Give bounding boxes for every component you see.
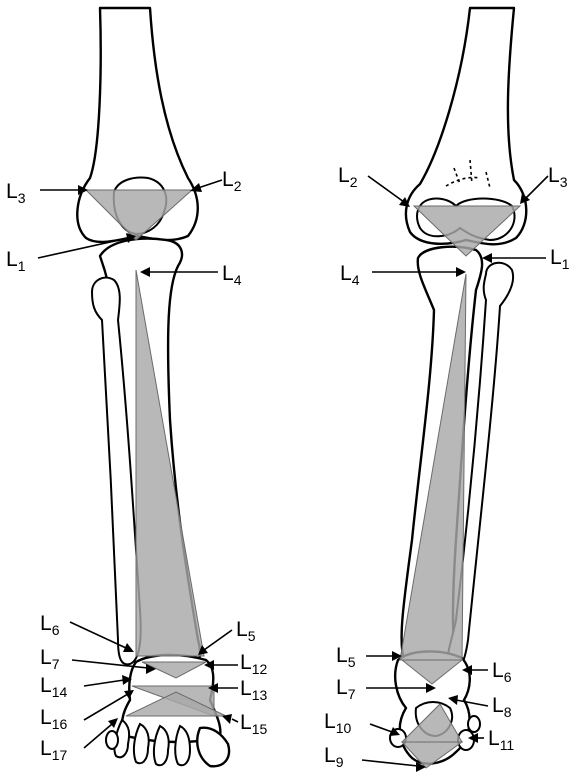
label-left-L14: L14 <box>40 674 67 700</box>
label-left-L12: L12 <box>240 651 267 677</box>
label-right-L6: L6 <box>492 659 512 685</box>
label-right-L8: L8 <box>492 694 512 720</box>
label-left-L16: L16 <box>40 706 67 732</box>
label-right-L1: L1 <box>550 246 570 272</box>
label-right-L4: L4 <box>340 262 360 288</box>
label-left-L5: L5 <box>236 618 256 644</box>
right-leg-view <box>390 8 526 768</box>
left-tibia-triangle <box>136 270 204 656</box>
label-right-L2: L2 <box>338 164 358 190</box>
label-left-L2: L2 <box>222 168 242 194</box>
label-right-L7: L7 <box>336 676 356 702</box>
label-left-L1: L1 <box>6 248 26 274</box>
label-left-L15: L15 <box>240 711 267 737</box>
label-left-L7: L7 <box>40 646 60 672</box>
label-right-L10: L10 <box>324 710 351 736</box>
label-right-L11: L11 <box>488 727 514 753</box>
label-left-L3: L3 <box>6 180 26 206</box>
label-left-L4: L4 <box>222 262 242 288</box>
label-right-L5: L5 <box>336 644 356 670</box>
label-right-L3: L3 <box>548 164 568 190</box>
label-left-L6: L6 <box>40 612 60 638</box>
label-right-L9: L9 <box>324 744 344 770</box>
label-left-L17: L17 <box>40 737 67 763</box>
label-left-L13: L13 <box>240 677 267 703</box>
